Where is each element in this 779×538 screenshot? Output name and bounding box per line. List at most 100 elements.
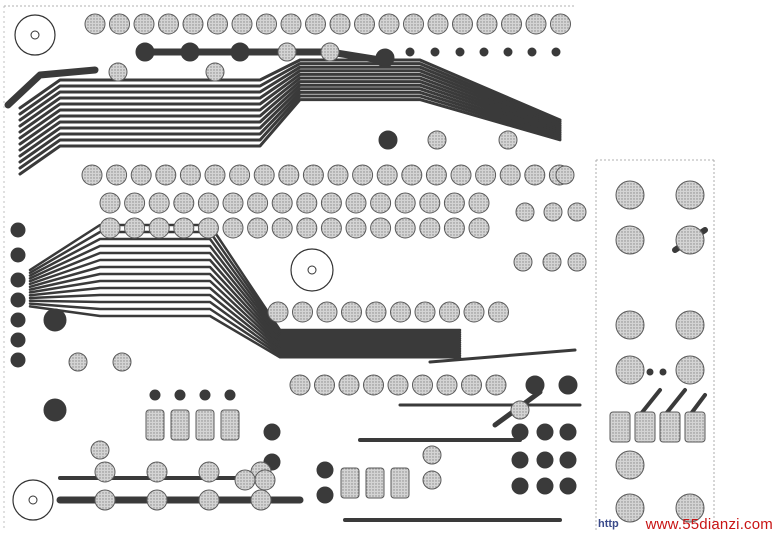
pad (370, 192, 392, 214)
pad (439, 301, 460, 323)
pad (250, 489, 272, 511)
pad (387, 374, 409, 396)
pad (180, 42, 200, 62)
pad (515, 202, 535, 222)
trace (428, 348, 577, 364)
pad (198, 461, 220, 483)
pad (615, 225, 645, 255)
pad (149, 389, 161, 401)
pad (146, 489, 168, 511)
pad (615, 450, 645, 480)
pad (135, 42, 155, 62)
pad (197, 217, 219, 239)
pad (94, 489, 116, 511)
pad (419, 192, 441, 214)
pad (345, 192, 367, 214)
trace (18, 87, 562, 158)
pad (10, 352, 26, 368)
pad (224, 389, 236, 401)
pad (133, 13, 155, 35)
pad (476, 13, 498, 35)
pad (559, 451, 577, 469)
pad (247, 217, 269, 239)
pad (254, 469, 276, 491)
pad (199, 389, 211, 401)
pad (559, 477, 577, 495)
pad (289, 374, 311, 396)
pad (363, 374, 384, 396)
pad (430, 47, 440, 57)
trace (18, 98, 562, 176)
pad (305, 13, 326, 35)
pad (443, 192, 465, 214)
pad (365, 301, 387, 323)
pad (130, 164, 152, 186)
trace (28, 299, 462, 355)
pad (427, 130, 447, 150)
pad (302, 164, 324, 186)
pad (405, 47, 415, 57)
pad (10, 247, 26, 263)
pad (394, 217, 416, 239)
pad (513, 252, 533, 272)
pad (10, 222, 26, 238)
trace (28, 293, 462, 353)
pad (501, 13, 522, 35)
pad (124, 217, 146, 239)
pad (615, 310, 645, 340)
pad (567, 202, 587, 222)
trace (28, 302, 462, 357)
board-outline (3, 5, 575, 530)
pad (646, 368, 654, 376)
pad (296, 217, 318, 239)
trace (28, 279, 462, 349)
pad (403, 13, 424, 35)
pad (222, 192, 244, 214)
pad (615, 180, 645, 210)
pad (124, 192, 146, 214)
pad (675, 493, 705, 523)
pad (525, 375, 545, 395)
pad (499, 164, 521, 186)
watermark-prefix: http (598, 518, 619, 530)
pad (550, 13, 571, 35)
pad (375, 48, 395, 68)
pad (195, 409, 215, 441)
pad (378, 130, 398, 150)
pad (256, 13, 277, 35)
pad (316, 486, 334, 504)
pad (511, 423, 529, 441)
trace (18, 76, 562, 140)
pad (436, 374, 458, 396)
pad (108, 62, 128, 82)
pad (341, 301, 362, 323)
pad (280, 13, 302, 35)
pad (443, 217, 465, 239)
pad (148, 217, 170, 239)
pad (198, 489, 220, 511)
pad (327, 164, 349, 186)
pad (511, 477, 529, 495)
pad (222, 217, 244, 239)
pad (461, 374, 482, 396)
pad (468, 192, 490, 214)
pad (684, 411, 706, 443)
pad (109, 13, 130, 35)
pad (271, 217, 293, 239)
pad (524, 164, 546, 186)
pad (555, 165, 575, 185)
trace (18, 83, 562, 152)
trace (663, 388, 687, 417)
trace (28, 272, 462, 346)
pad (675, 355, 705, 385)
pad (609, 411, 631, 443)
trace (28, 251, 462, 340)
pad (452, 13, 473, 35)
pad (10, 272, 26, 288)
component-pads (10, 13, 706, 523)
pad (43, 398, 67, 422)
trace (28, 237, 462, 336)
trace (18, 65, 562, 126)
pad (401, 164, 423, 186)
pad (230, 42, 250, 62)
